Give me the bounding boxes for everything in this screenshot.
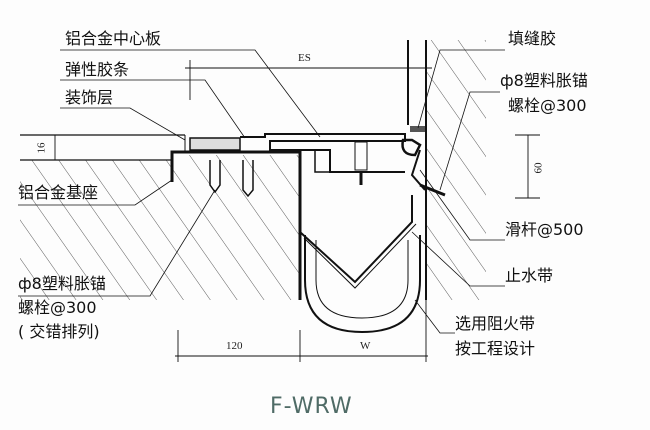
leader-lines bbox=[18, 49, 505, 334]
label-anchor-left-3: ( 交错排列) bbox=[18, 322, 100, 341]
rubber-strip bbox=[189, 137, 241, 151]
anchor-bolt-left-1 bbox=[209, 160, 221, 194]
label-anchor-left-2: 螺栓@300 bbox=[18, 298, 97, 317]
label-anchor-right-1: ф8塑料胀锚 bbox=[500, 71, 588, 90]
label-base: 铝合金基座 bbox=[18, 183, 99, 202]
label-rubber-strip: 弹性胶条 bbox=[65, 60, 130, 79]
label-center-plate: 铝合金中心板 bbox=[65, 29, 162, 48]
drawing-title: F-WRW bbox=[270, 394, 353, 419]
label-firestop-2: 按工程设计 bbox=[455, 339, 536, 358]
label-sealant: 填缝胶 bbox=[508, 29, 557, 48]
right-concrete-wall bbox=[426, 40, 486, 300]
sealant bbox=[410, 126, 425, 132]
dim-16: 16 bbox=[35, 142, 48, 154]
label-anchor-left-1: ф8塑料胀锚 bbox=[18, 274, 106, 293]
label-waterstop: 止水带 bbox=[505, 266, 554, 285]
dim-60: 60 bbox=[532, 162, 545, 174]
dim-es: ES bbox=[298, 52, 311, 64]
label-firestop-1: 选用阻火带 bbox=[455, 314, 536, 333]
aluminum-base bbox=[170, 150, 302, 300]
dim-w: W bbox=[360, 340, 371, 352]
dimension-lines bbox=[45, 60, 540, 362]
label-anchor-right-2: 螺栓@300 bbox=[508, 96, 587, 115]
firestop-u bbox=[304, 235, 421, 334]
label-decor-layer: 装饰层 bbox=[65, 88, 114, 107]
anchor-bolt-left-2 bbox=[242, 160, 254, 198]
dim-120: 120 bbox=[226, 340, 243, 352]
left-concrete-slab bbox=[20, 155, 300, 300]
label-slide-bar: 滑杆@500 bbox=[505, 220, 584, 239]
waterstop-v bbox=[299, 195, 413, 284]
